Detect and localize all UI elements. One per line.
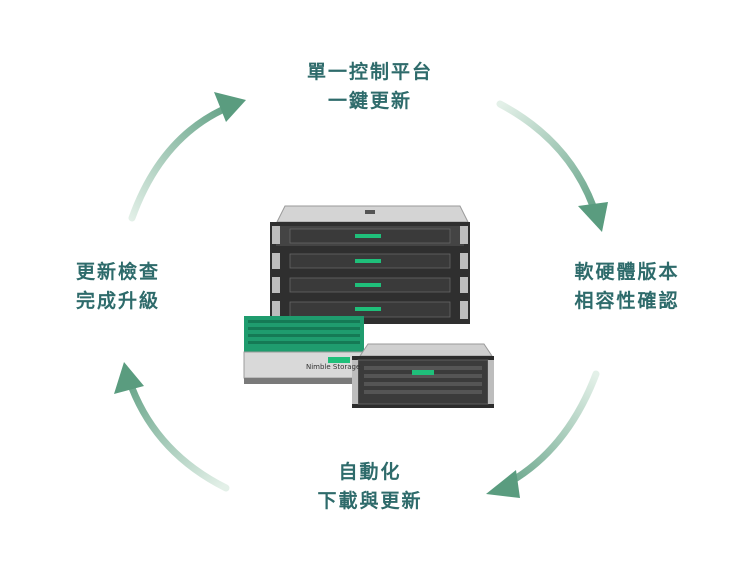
step-right-line1: 軟硬體版本 bbox=[574, 261, 680, 283]
arrowhead-top-right bbox=[578, 202, 608, 232]
step-bottom-line1: 自動化 bbox=[338, 461, 402, 483]
storage-badge-text: Nimble Storage bbox=[306, 363, 361, 371]
step-left-line1: 更新檢查 bbox=[75, 261, 160, 283]
arrowhead-bottom-left bbox=[114, 362, 144, 394]
step-label-bottom: 自動化 下載與更新 bbox=[300, 458, 440, 516]
storage-array-image bbox=[243, 316, 369, 384]
arrow-bottom-right bbox=[506, 370, 600, 486]
arrow-bottom-left bbox=[128, 384, 230, 492]
step-label-left: 更新檢查 完成升級 bbox=[58, 258, 178, 316]
rack-server-image bbox=[270, 205, 470, 324]
arrowhead-top-left bbox=[214, 92, 246, 122]
step-top-line2: 一鍵更新 bbox=[327, 90, 412, 112]
step-left-line2: 完成升級 bbox=[75, 290, 160, 312]
arrowhead-bottom-right bbox=[486, 470, 520, 498]
arrow-top-left bbox=[128, 106, 226, 222]
step-label-top: 單一控制平台 一鍵更新 bbox=[290, 58, 450, 116]
step-label-right: 軟硬體版本 相容性確認 bbox=[542, 258, 712, 316]
arrow-top-right bbox=[496, 100, 597, 210]
storage-shelf-image bbox=[352, 343, 494, 408]
step-right-line2: 相容性確認 bbox=[574, 290, 680, 312]
step-top-line1: 單一控制平台 bbox=[306, 61, 433, 83]
step-bottom-line2: 下載與更新 bbox=[317, 490, 423, 512]
